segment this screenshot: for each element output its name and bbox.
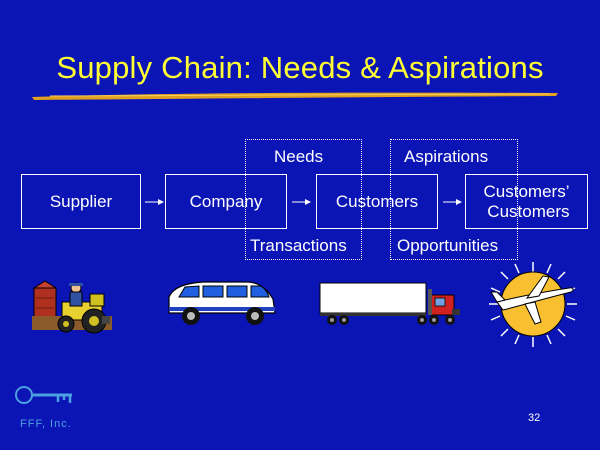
semi-truck-icon (319, 282, 460, 325)
node-customers-customers-line2: Customers (487, 201, 570, 221)
airplane-sun-icon (489, 262, 577, 347)
key-logo-icon (15, 386, 72, 404)
node-company-label: Company (189, 191, 263, 211)
node-customers-customers-label: Customers’ Customers (484, 182, 570, 222)
needs-transactions-frame (245, 139, 362, 260)
page-number: 32 (528, 412, 541, 424)
opportunities-label: Opportunities (397, 236, 499, 255)
edge-customers-customers-customers (443, 199, 462, 205)
node-customers-label: Customers (335, 191, 419, 211)
farmer-tractor-icon (32, 280, 112, 334)
edge-company-customers (292, 199, 311, 205)
node-customers-customers-line1: Customers’ (483, 181, 570, 201)
needs-label: Needs (274, 147, 324, 166)
node-supplier-label: Supplier (49, 191, 113, 211)
slide-title: Supply Chain: Needs & Aspirations (56, 50, 544, 85)
title-underline (32, 92, 558, 100)
minivan-icon (168, 281, 276, 325)
logo-text: FFF, Inc. (20, 418, 72, 430)
node-supplier: Supplier (21, 174, 141, 229)
edge-supplier-company (145, 199, 164, 205)
node-company: Company (165, 174, 287, 229)
node-customers-customers: Customers’ Customers (465, 174, 588, 229)
aspirations-opportunities-frame (390, 139, 518, 260)
transactions-label: Transactions (250, 236, 347, 255)
node-customers: Customers (316, 174, 438, 229)
aspirations-label: Aspirations (404, 147, 489, 166)
